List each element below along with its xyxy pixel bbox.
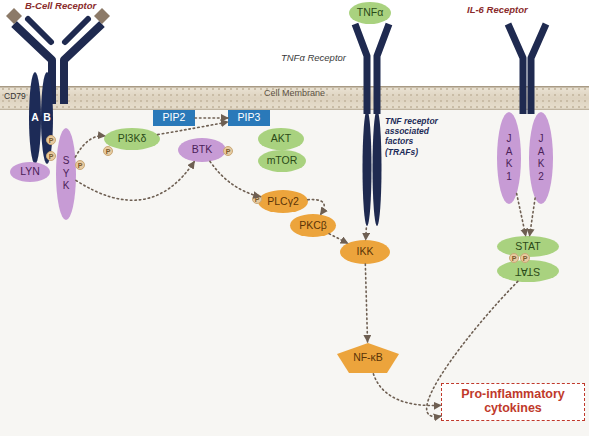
node-label: Cell Membrane: [264, 89, 325, 99]
node-label: P: [226, 148, 231, 155]
protein-oval: IKK: [340, 240, 390, 264]
node-label: TNFα Receptor: [256, 53, 346, 63]
membrane-band: Cell Membrane: [0, 86, 589, 110]
node-label: TNFα: [357, 7, 383, 19]
receptor-symbol: B-Cell Receptor: [6, 4, 110, 104]
node-label: BTK: [192, 144, 212, 156]
shape-outline: [505, 22, 549, 114]
protein-oval: JAK1: [497, 112, 521, 204]
node-label: STAT: [515, 241, 540, 253]
protein-oval: AKT: [258, 128, 304, 150]
dotted-arrow: [365, 228, 367, 240]
dotted-arrow: [365, 264, 367, 342]
cytoplasm-area: [0, 110, 589, 436]
node-label: NF-κB: [353, 352, 383, 364]
ligand-oval: TNFα: [349, 2, 391, 24]
output-box: Pro-inflammatory cytokines: [441, 383, 585, 421]
phosphate-circle: P: [520, 253, 530, 263]
receptor-stem: [363, 110, 372, 226]
lipid-box: PIP3: [228, 110, 270, 126]
protein-oval: JAK2: [529, 112, 553, 204]
pentagon-outline: [337, 343, 399, 373]
node-label: Pro-inflammatory cytokines: [445, 388, 581, 416]
node-label: P: [78, 162, 83, 169]
dotted-arrow: [517, 194, 526, 237]
node-label: PKCβ: [299, 220, 327, 232]
dotted-arrow: [75, 136, 105, 157]
protein-oval: PKCβ: [290, 214, 336, 237]
node-label: IKK: [357, 246, 374, 258]
lipid-box: PIP2: [153, 110, 195, 126]
dotted-arrow: [329, 234, 348, 244]
node-label: P: [255, 196, 260, 203]
node-label: PIP2: [163, 112, 186, 124]
node-label: LYN: [20, 166, 40, 178]
protein-oval: mTOR: [258, 150, 306, 172]
phosphate-circle: P: [103, 146, 113, 156]
node-label: P: [106, 148, 111, 155]
part-label: CD79: [4, 91, 26, 101]
light-chain: [65, 19, 88, 42]
antigen-diamond: [6, 8, 22, 24]
dotted-arrow: [195, 117, 228, 119]
node-label: TNF receptor associated factors (TRAFs): [385, 116, 447, 157]
node-label: IL-6 Receptor: [467, 5, 557, 15]
phosphate-circle: P: [252, 194, 262, 204]
receptor-symbol: TNFα ReceptorTNF receptor associated fac…: [352, 22, 392, 228]
phosphate-circle: P: [509, 253, 519, 263]
node-label: JAK1: [504, 133, 515, 183]
protein-oval: A: [29, 72, 41, 164]
antigen-diamond: [94, 8, 110, 24]
node-label: PIP3: [238, 112, 261, 124]
protein-oval: SYK: [56, 128, 76, 220]
light-chain: [28, 19, 51, 42]
phosphate-circle: P: [46, 151, 56, 161]
node-label: A: [31, 112, 39, 124]
receptor-stem: [373, 110, 382, 226]
node-label: B: [43, 112, 51, 124]
node-label: P: [512, 255, 517, 262]
phosphate-circle: P: [223, 146, 233, 156]
node-label: STAT: [515, 265, 540, 277]
node-label: P: [49, 153, 54, 160]
node-label: PI3Kδ: [118, 133, 147, 145]
protein-oval: BTK: [178, 138, 226, 162]
node-label: B-Cell Receptor: [25, 1, 115, 11]
node-label: P: [523, 255, 528, 262]
dotted-arrow: [210, 161, 260, 196]
node-label: PLCγ2: [267, 196, 299, 208]
node-label: SYK: [61, 155, 72, 193]
dotted-arrow: [76, 161, 195, 200]
dotted-arrow: [373, 374, 441, 406]
dotted-arrow: [308, 200, 324, 215]
shape-outline: [6, 4, 110, 104]
protein-oval: STAT: [497, 260, 559, 282]
node-label: AKT: [271, 133, 291, 145]
transcription-factor-pentagon: NF-κB: [336, 342, 400, 374]
protein-oval: PI3Kδ: [104, 128, 160, 150]
phosphate-circle: P: [46, 135, 56, 145]
phosphate-circle: P: [75, 160, 85, 170]
node-label: JAK2: [536, 133, 547, 183]
receptor-symbol: IL-6 Receptor: [505, 22, 549, 114]
node-label: P: [49, 137, 54, 144]
protein-oval: PLCγ2: [258, 190, 308, 213]
dotted-arrow: [530, 198, 536, 236]
protein-oval: LYN: [10, 162, 50, 182]
node-label: mTOR: [267, 155, 298, 167]
